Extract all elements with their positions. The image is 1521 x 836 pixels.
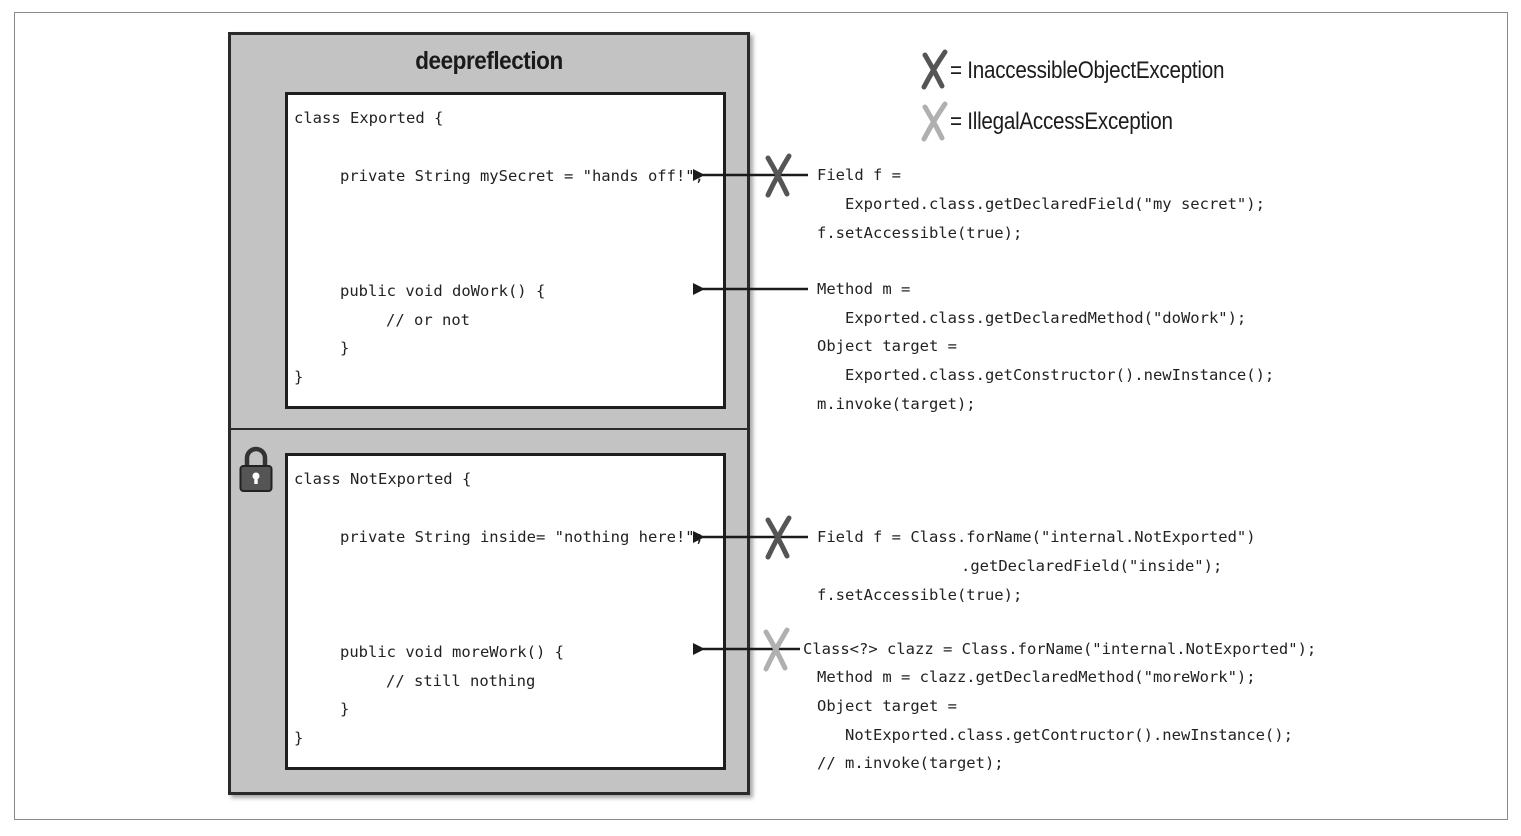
class-notexported-box: class NotExported { private String insid…: [285, 453, 726, 770]
method-dowork-close: }: [340, 339, 350, 357]
ref-method-exported-4: Exported.class.getConstructor().newInsta…: [845, 366, 1275, 384]
method-dowork: public void doWork() {: [340, 282, 546, 300]
ref-method-exported-1: Method m =: [817, 280, 911, 298]
ref-method-exported-3: Object target =: [817, 337, 957, 355]
ref-method-notexported-2: Method m = clazz.getDeclaredMethod("more…: [817, 668, 1256, 686]
field-mysecret: private String mySecret = "hands off!";: [340, 167, 704, 185]
class-notexported-close: }: [294, 729, 304, 747]
ref-method-notexported-4: NotExported.class.getContructor().newIns…: [845, 726, 1293, 744]
package-divider: [231, 428, 747, 430]
ref-field-exported-2: Exported.class.getDeclaredField("my secr…: [845, 195, 1265, 213]
ref-field-notexported-3: f.setAccessible(true);: [817, 586, 1023, 604]
ref-field-notexported-2: .getDeclaredField("inside");: [961, 557, 1223, 575]
method-dowork-comment: // or not: [386, 311, 470, 329]
method-morework: public void moreWork() {: [340, 643, 564, 661]
ref-method-exported-5: m.invoke(target);: [817, 395, 976, 413]
module-deepreflection: deepreflection class Exported { private …: [228, 32, 750, 795]
ref-method-notexported-5: // m.invoke(target);: [817, 754, 1004, 772]
method-morework-comment: // still nothing: [386, 672, 536, 690]
ref-field-notexported-1: Field f = Class.forName("internal.NotExp…: [817, 528, 1256, 546]
class-notexported-header: class NotExported {: [294, 470, 472, 488]
method-morework-close: }: [340, 700, 350, 718]
ref-field-exported-3: f.setAccessible(true);: [817, 224, 1023, 242]
field-inside: private String inside= "nothing here!";: [340, 528, 704, 546]
module-title: deepreflection: [415, 47, 563, 75]
legend-inaccessible-label: = InaccessibleObjectException: [950, 57, 1225, 84]
figure-frame: [14, 12, 1508, 820]
ref-method-notexported-3: Object target =: [817, 697, 957, 715]
ref-field-exported-1: Field f =: [817, 166, 901, 184]
class-exported-header: class Exported {: [294, 109, 444, 127]
class-exported-close: }: [294, 368, 304, 386]
ref-method-exported-2: Exported.class.getDeclaredMethod("doWork…: [845, 309, 1247, 327]
ref-method-notexported-1: Class<?> clazz = Class.forName("internal…: [803, 640, 1317, 658]
legend-illegal-label: = IllegalAccessException: [950, 108, 1173, 135]
lock-icon: [239, 446, 273, 492]
class-exported-box: class Exported { private String mySecret…: [285, 92, 726, 409]
